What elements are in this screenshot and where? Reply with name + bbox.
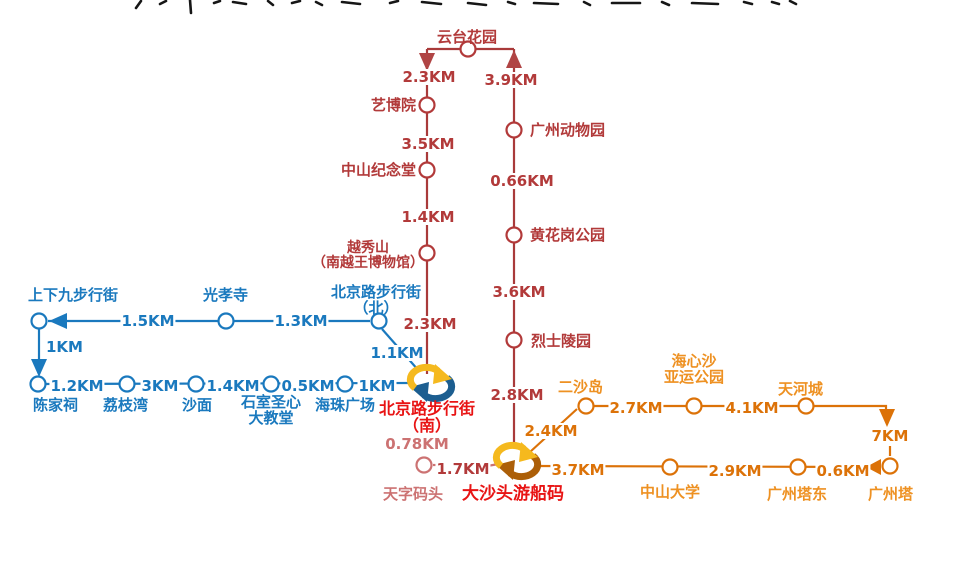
node-shangxiajiu — [30, 312, 48, 330]
node-shamian — [187, 375, 205, 393]
distance-label-bjsouth-tianzi: 0.78KM — [384, 435, 450, 453]
station-label-yuexiu: 越秀山 （南越王博物馆） — [312, 241, 424, 271]
red-route-lines — [425, 47, 516, 444]
distance-label-yuntai-yibo: 2.3KM — [401, 68, 457, 86]
distance-label-zsu-towereast: 2.9KM — [707, 462, 763, 480]
node-yuexiu — [418, 244, 436, 262]
hub-interchange-icon-dashatou — [492, 441, 542, 481]
station-label-gztower-east: 广州塔东 — [767, 485, 828, 503]
orange-station-nodes — [577, 397, 899, 476]
blue-arrow-down-icon — [31, 359, 47, 377]
station-label-bjlu-south-line1: 北京路步行街 — [378, 399, 476, 418]
station-label-ershadao: 二沙岛 — [558, 378, 604, 396]
node-zoo — [505, 121, 523, 139]
station-label-haizhu: 海珠广场 — [315, 396, 376, 414]
handwriting-cutoff-marks — [134, 0, 798, 15]
station-label-shishi-line1: 石室圣心 — [240, 393, 302, 411]
station-label-bjlu-south: 北京路步行街 （南） — [379, 400, 475, 434]
node-shishi — [262, 375, 280, 393]
station-label-chenjiaci: 陈家祠 — [33, 396, 79, 414]
distance-label-shamian-shishi: 1.4KM — [205, 377, 261, 395]
node-guangxiaosi — [217, 312, 235, 330]
node-tianhecheng — [797, 397, 815, 415]
station-label-zhongshan-memorial: 中山纪念堂 — [340, 161, 416, 179]
distance-label-towereast-tower: 0.6KM — [815, 462, 871, 480]
station-label-shishi: 石室圣心 大教堂 — [241, 394, 301, 426]
node-gztower-east — [789, 458, 807, 476]
station-label-guangxiaosi: 光孝寺 — [203, 286, 249, 304]
node-gztower — [881, 457, 899, 475]
node-huanghuagang — [505, 226, 523, 244]
distance-label-lieshi-dashatou: 2.8KM — [489, 386, 545, 404]
node-tianzi — [415, 456, 433, 474]
distance-label-yibo-zhongshan: 3.5KM — [400, 135, 456, 153]
station-label-yuntai: 云台花园 — [436, 28, 498, 46]
station-label-lieshi: 烈士陵园 — [531, 332, 592, 350]
orange-arrow-down-icon — [879, 409, 895, 427]
blue-route-lines — [37, 319, 420, 386]
distance-label-chenjiaci-lizhiwan: 1.2KM — [49, 377, 105, 395]
station-label-dashatou: 大沙头游船码 — [462, 484, 564, 504]
node-lieshi — [505, 331, 523, 349]
red-station-nodes — [418, 40, 523, 349]
station-label-yuexiu-line1: 越秀山 — [347, 240, 389, 256]
blue-station-nodes — [29, 312, 388, 393]
distance-label-tianzi-dashatou: 1.7KM — [435, 460, 491, 478]
station-label-shangxiajiu: 上下九步行街 — [28, 286, 119, 304]
distance-label-huanghuagang-lieshi: 3.6KM — [491, 283, 547, 301]
station-label-tianzi: 天字码头 — [383, 485, 444, 503]
station-label-yuexiu-line2: （南越王博物馆） — [312, 255, 424, 271]
station-label-bjlu-south-line2: （南） — [402, 416, 452, 435]
station-label-haixinsha-line1: 海心沙 — [671, 352, 717, 370]
hub-interchange-icon-beijinglu — [406, 363, 456, 403]
distance-label-dashatou-ershadao: 2.4KM — [523, 422, 579, 440]
red-arrow-down-icon — [419, 53, 435, 71]
node-zhongshan-univ — [661, 458, 679, 476]
node-haizhu — [336, 375, 354, 393]
node-yibo — [418, 96, 436, 114]
blue-arrow-left-icon — [49, 313, 67, 329]
station-label-tianhecheng: 天河城 — [778, 380, 824, 398]
station-label-bjlu-north-line2: （北） — [353, 299, 399, 317]
distance-label-tianhecheng-gztower: 7KM — [870, 427, 910, 445]
distance-label-haizhu-bjsouth: 1KM — [357, 377, 397, 395]
distance-label-zoo-yuntai: 3.9KM — [483, 71, 539, 89]
red-arrow-up-icon — [506, 50, 522, 68]
distance-label-dashatou-zsu: 3.7KM — [550, 461, 606, 479]
station-label-gztower: 广州塔 — [868, 485, 914, 503]
distance-label-lizhiwan-shamian: 3KM — [140, 377, 180, 395]
node-haixinsha — [685, 397, 703, 415]
distance-label-zoo-huanghuagang: 0.66KM — [489, 172, 555, 190]
distance-label-bjnorth-guangxiao: 1.3KM — [273, 312, 329, 330]
station-label-shamian: 沙面 — [182, 396, 213, 414]
station-label-huanghuagang: 黄花岗公园 — [530, 226, 606, 244]
station-label-zhongshan-univ: 中山大学 — [640, 483, 701, 501]
orange-line-corner — [814, 404, 888, 422]
station-label-bjlu-north: 北京路步行街 （北） — [331, 284, 421, 316]
station-label-shishi-line2: 大教堂 — [248, 409, 294, 427]
station-label-haixinsha-line2: 亚运公园 — [663, 368, 725, 386]
station-label-zoo: 广州动物园 — [530, 121, 606, 139]
node-ershadao — [577, 397, 595, 415]
distance-label-haixinsha-tianhecheng: 4.1KM — [724, 399, 780, 417]
node-bjlu-north — [370, 312, 388, 330]
orange-route-lines — [529, 404, 892, 469]
distance-label-shishi-haizhu: 0.5KM — [280, 377, 336, 395]
node-yuntai — [459, 40, 477, 58]
node-chenjiaci — [29, 375, 47, 393]
node-lizhiwan — [118, 375, 136, 393]
station-label-yibo: 艺博院 — [370, 96, 416, 114]
distance-label-ershadao-haixinsha: 2.7KM — [608, 399, 664, 417]
station-label-haixinsha: 海心沙 亚运公园 — [664, 353, 724, 385]
distance-label-guangxiao-shangxiajiu: 1.5KM — [120, 312, 176, 330]
station-label-lizhiwan: 荔枝湾 — [103, 396, 149, 414]
distance-label-shangxiajiu-chenjiaci: 1KM — [45, 338, 84, 356]
node-zhongshan-memorial — [418, 161, 436, 179]
distance-label-yuexiu-bjsouth: 2.3KM — [402, 315, 458, 333]
distance-label-zhongshan-yuexiu: 1.4KM — [400, 208, 456, 226]
station-label-bjlu-north-line1: 北京路步行街 — [330, 283, 422, 301]
distance-label-bjnorth-bjsouth: 1.1KM — [369, 344, 425, 362]
orange-arrow-left-icon — [866, 459, 881, 475]
